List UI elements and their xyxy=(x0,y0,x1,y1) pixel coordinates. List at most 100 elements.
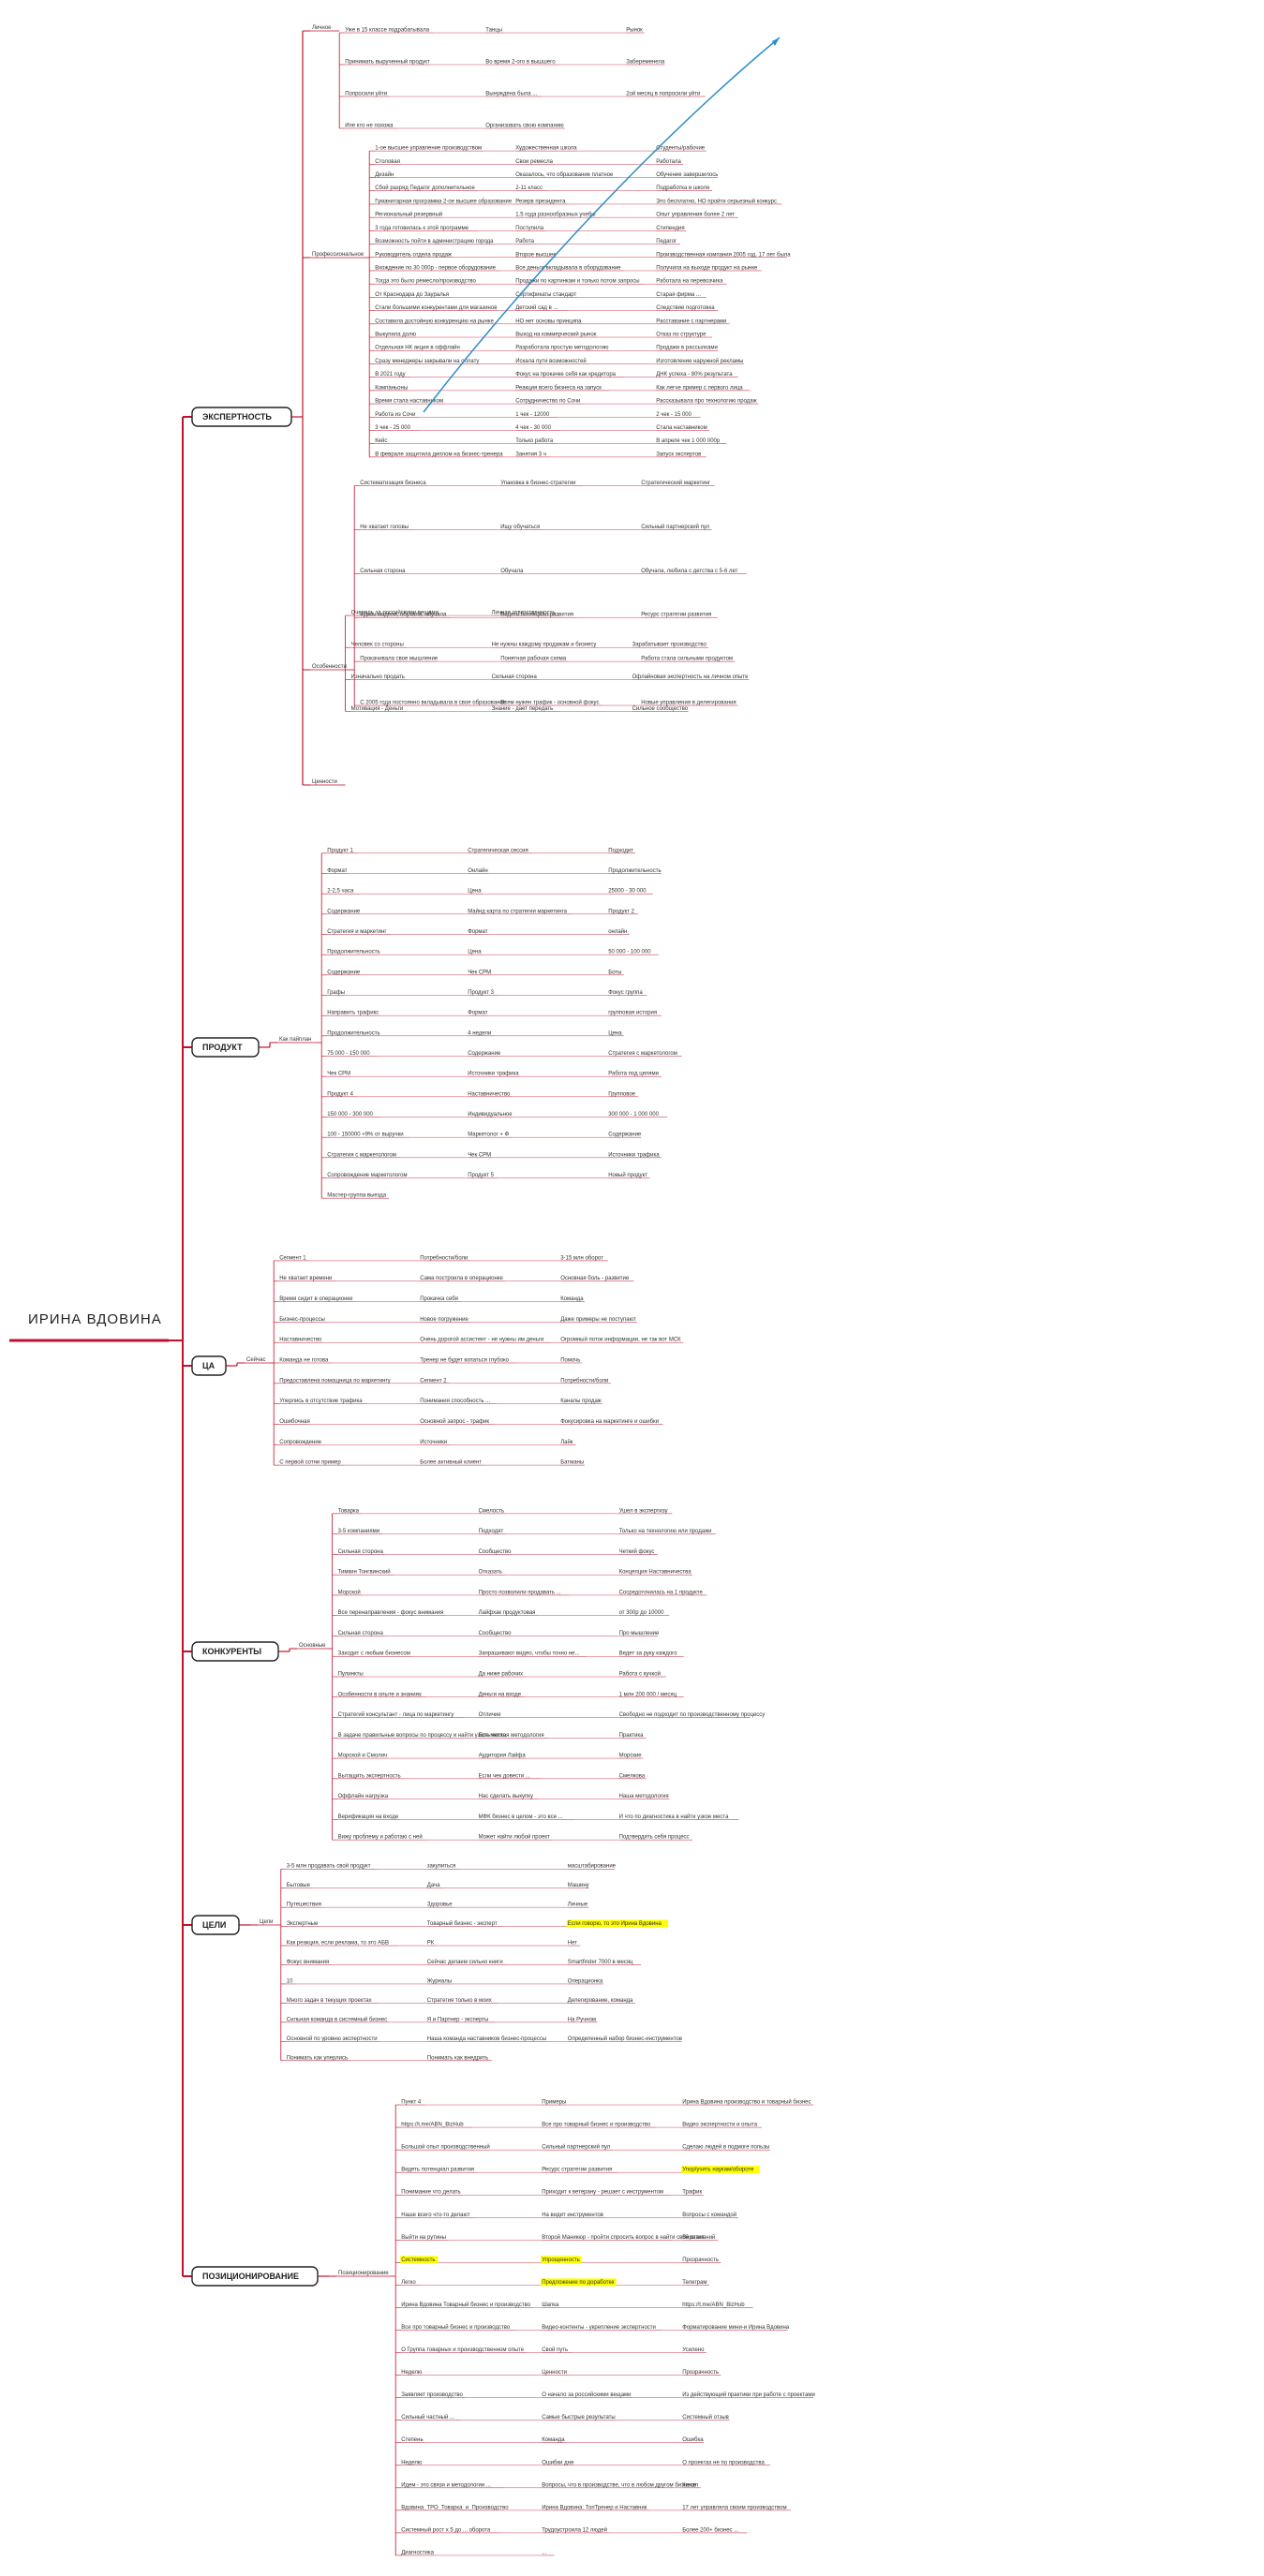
map-node[interactable]: Новое погружение xyxy=(420,1317,468,1323)
map-node[interactable]: Сразу менеджеры закрывали на оплату xyxy=(375,359,479,364)
map-node[interactable]: Продукт 3 xyxy=(468,990,494,996)
map-node[interactable]: 2-11 класс xyxy=(515,185,543,191)
map-node[interactable]: В задаче правильные вопросы по процессу … xyxy=(338,1732,507,1739)
map-node[interactable]: Ищу обучаться xyxy=(500,525,540,530)
map-node[interactable]: Сама построила в операционке xyxy=(420,1276,503,1281)
map-node[interactable]: Чек СРМ xyxy=(468,1152,491,1158)
map-node[interactable]: 150 000 - 300 000 xyxy=(327,1112,373,1118)
map-node[interactable]: Неделю xyxy=(401,2460,423,2465)
map-node[interactable]: О начало за российскими вещами xyxy=(542,2391,631,2398)
branch-label[interactable]: ЭКСПЕРТНОСТЬ xyxy=(202,412,272,422)
map-node[interactable]: Операционка xyxy=(568,1978,603,1984)
map-node[interactable]: Самые быстрые результаты xyxy=(542,2415,616,2421)
map-node[interactable]: Работа из Сочи xyxy=(375,412,415,418)
map-node[interactable]: Запуск экспертов xyxy=(656,452,701,457)
map-node[interactable]: Наше всего что-то делают xyxy=(401,2213,470,2218)
map-node[interactable]: Наша методология xyxy=(619,1794,669,1799)
map-node[interactable]: Работа стала сильными продуктом xyxy=(641,657,733,662)
map-node[interactable]: 1 млн 200 000 / месяц xyxy=(619,1692,677,1697)
map-node[interactable]: Предоставлена помощница по маркетингу xyxy=(279,1378,391,1384)
group-label[interactable]: Профессиональное xyxy=(312,252,364,258)
map-node[interactable]: Все про товарный бизнес и производство xyxy=(401,2324,511,2331)
map-node[interactable]: Степень xyxy=(401,2437,423,2443)
map-node[interactable]: 2ой месяц в попросили уйти xyxy=(626,91,700,97)
map-node[interactable]: Нас сделать выкупку xyxy=(479,1794,533,1799)
map-node[interactable]: С 2005 года постоянно вкладывала в свое … xyxy=(360,701,507,706)
map-node[interactable]: Чек СРМ xyxy=(468,970,491,975)
map-node[interactable]: Сейчас делаем сильно книги xyxy=(427,1959,503,1965)
map-node[interactable]: Упаковка в бизнес-стратегии xyxy=(500,481,575,486)
map-node[interactable]: Систематизация бизнеса xyxy=(360,481,426,486)
map-node[interactable]: Детский сад в ... xyxy=(515,304,558,311)
map-node[interactable]: Прозрачность xyxy=(682,2258,719,2263)
map-node[interactable]: Все перенаправления - фокус внимания xyxy=(338,1610,444,1616)
map-node[interactable]: 2-2,5 часа xyxy=(327,889,354,895)
map-node[interactable]: Направить трафикс xyxy=(327,1011,379,1016)
map-node[interactable]: Лайфхак продуктовая xyxy=(479,1609,536,1616)
map-node[interactable]: 1-ое высшее управление производством xyxy=(375,146,482,152)
map-node[interactable]: Ресурс стратегии развития xyxy=(641,613,711,618)
map-node[interactable]: Ирина Вдовина Товарный бизнес и производ… xyxy=(401,2302,531,2308)
map-node[interactable]: Работа xyxy=(515,239,534,244)
map-node[interactable]: В апреле чек 1 000 000р xyxy=(656,438,721,444)
map-node[interactable]: Экспертные xyxy=(287,1921,319,1927)
map-node[interactable]: Выход на коммерческий рынок xyxy=(515,332,597,338)
map-node[interactable]: Команда не готова xyxy=(279,1358,329,1364)
map-node[interactable]: Особенности в опыте и знаниях xyxy=(338,1692,422,1697)
map-node[interactable]: Сотрудничество по Сочи xyxy=(515,399,580,405)
map-node[interactable]: Много задач в текущих проектах xyxy=(287,1998,372,2004)
map-node[interactable]: Потребности/боли xyxy=(560,1378,608,1384)
map-node[interactable]: Прокачка себя xyxy=(420,1296,458,1302)
map-node[interactable]: Попросили уйти xyxy=(345,91,387,97)
map-node[interactable]: Вижу проблему и работаю с ней xyxy=(338,1834,423,1841)
map-node[interactable]: Прокачивала свое мышление xyxy=(360,657,439,662)
group-label[interactable]: Позиционирование xyxy=(338,2271,389,2276)
map-node[interactable]: 100 - 150000 +9% от выручки xyxy=(327,1133,403,1138)
map-node[interactable]: Ошибки дня xyxy=(542,2460,573,2465)
map-node[interactable]: Второе высшее xyxy=(515,252,557,258)
map-node[interactable]: Верификация на входе xyxy=(338,1814,399,1820)
map-node[interactable]: Свободно не подходит по производственном… xyxy=(619,1712,766,1718)
map-node[interactable]: Как реакция, если реклама, то это АБВ xyxy=(287,1941,389,1947)
map-node[interactable]: Онлайн xyxy=(468,867,487,874)
map-node[interactable]: Не хватает головы xyxy=(360,525,409,530)
map-node[interactable]: Делегирование, команда xyxy=(568,1998,633,2004)
map-node[interactable]: Столовая xyxy=(375,159,400,165)
map-node[interactable]: Все деньги вкладывала в оборудование xyxy=(515,265,621,271)
map-node[interactable]: Легко xyxy=(401,2280,416,2286)
map-node[interactable]: Новый продукт xyxy=(608,1172,647,1178)
map-node[interactable]: Усилено xyxy=(682,2347,705,2353)
map-node[interactable]: Сильная сторона xyxy=(492,674,538,680)
map-node[interactable]: Каналы продаж xyxy=(560,1399,602,1404)
map-node[interactable]: Формат xyxy=(327,868,348,874)
map-node[interactable]: Примеры xyxy=(542,2100,566,2106)
map-node[interactable]: Основной запрос - трафик xyxy=(420,1418,489,1425)
map-node[interactable]: Вопросы с командой xyxy=(682,2212,736,2218)
map-node[interactable]: Работала xyxy=(656,159,681,165)
map-node[interactable]: Вдовина_ТРО_Товарка_и_Производство xyxy=(401,2505,509,2510)
map-node[interactable]: 10 xyxy=(287,1978,293,1984)
map-node[interactable]: Огромный поток информации, не так вот МС… xyxy=(560,1337,681,1343)
map-node[interactable]: Разработала простую методологию xyxy=(515,346,609,351)
map-node[interactable]: Стратегия только в моих xyxy=(427,1998,492,2004)
map-node[interactable]: Выкупила долю xyxy=(375,333,416,338)
map-node[interactable]: Уперлись в отсутствие трафика xyxy=(279,1399,363,1404)
root-node[interactable]: ИРИНА ВДОВИНА xyxy=(9,1311,169,1342)
map-node[interactable]: Понимание что делать xyxy=(401,2190,460,2196)
map-node[interactable]: Упрощенность xyxy=(542,2258,580,2263)
map-node[interactable]: Руководитель отдела продаж xyxy=(375,252,452,258)
map-node[interactable]: О Группа товарных и производственном опы… xyxy=(401,2347,525,2353)
map-node[interactable]: Новые управления в делегирования xyxy=(641,701,736,706)
map-node[interactable]: Обучение завершилось xyxy=(656,172,718,178)
map-node[interactable]: Концепция Наставничества xyxy=(619,1570,692,1576)
map-node[interactable]: 1.5 года разнообразных учебы xyxy=(515,213,595,218)
map-node[interactable]: Работала на перевозчика xyxy=(656,279,723,285)
map-node[interactable]: Форматирование мини-и Ирина Вдовина xyxy=(682,2325,790,2331)
map-node[interactable]: 75 000 - 150 000 xyxy=(327,1051,370,1057)
map-node[interactable]: Дача xyxy=(427,1883,440,1888)
map-node[interactable]: Стратегическая сессия xyxy=(468,848,528,853)
map-node[interactable]: Понятная рабочая схема xyxy=(500,657,567,662)
map-node[interactable]: Занятия 3 ч xyxy=(515,452,546,457)
map-node[interactable]: Продукт 2 xyxy=(608,909,634,914)
map-node[interactable]: Цена xyxy=(468,889,482,895)
